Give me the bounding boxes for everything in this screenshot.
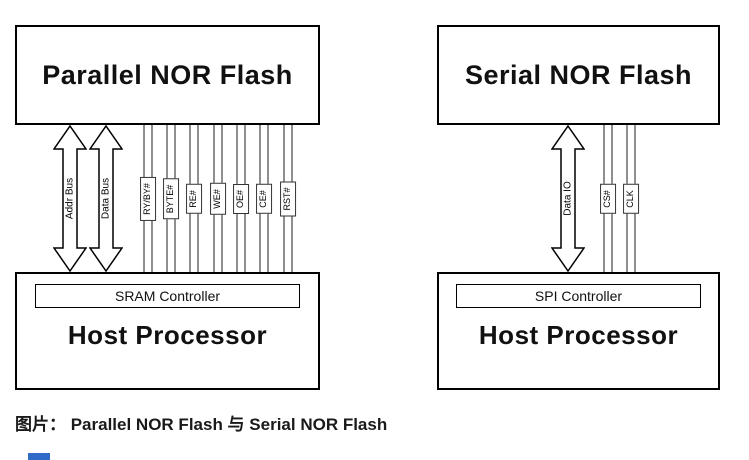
spi-controller-box: SPI Controller	[455, 284, 702, 308]
pin-label-oe: OE#	[233, 183, 249, 214]
pin-line-byte: BYTE#	[163, 125, 179, 272]
data-io-label: Data IO	[563, 181, 574, 216]
data-bus-label: Data Bus	[101, 178, 112, 219]
parallel-nor-flash-label: Parallel NOR Flash	[42, 59, 293, 90]
pin-label-ce: CE#	[256, 183, 272, 214]
parallel-nor-flash-box: Parallel NOR Flash	[15, 25, 320, 125]
pin-line-we: WE#	[210, 125, 226, 272]
pin-line-rst: RST#	[280, 125, 296, 272]
pin-label-re: RE#	[186, 183, 202, 214]
host-processor-right-box: SPI Controller Host Processor	[437, 272, 720, 390]
pin-label-we: WE#	[210, 182, 226, 215]
pin-line-oe: OE#	[233, 125, 249, 272]
pin-label-clk: CLK	[623, 183, 639, 214]
pin-label-rst: RST#	[280, 180, 296, 217]
data-bus-arrow: Data Bus	[89, 125, 123, 272]
addr-bus-arrow: Addr Bus	[53, 125, 87, 272]
pin-label-cs: CS#	[600, 183, 616, 214]
pin-label-ry-by: RY/BY#	[140, 176, 156, 221]
sram-controller-label: SRAM Controller	[114, 288, 221, 304]
pin-label-byte: BYTE#	[163, 178, 179, 219]
pin-line-cs: CS#	[600, 125, 616, 272]
pin-line-clk: CLK	[623, 125, 639, 272]
data-io-arrow: Data IO	[551, 125, 585, 272]
host-processor-left-box: SRAM Controller Host Processor	[15, 272, 320, 390]
partial-blue-element	[28, 453, 50, 460]
pin-line-ce: CE#	[256, 125, 272, 272]
spi-controller-label: SPI Controller	[534, 288, 623, 304]
pin-line-ry-by: RY/BY#	[140, 125, 156, 272]
pin-line-re: RE#	[186, 125, 202, 272]
figure-caption: 图片： Parallel NOR Flash 与 Serial NOR Flas…	[15, 415, 388, 434]
addr-bus-label: Addr Bus	[65, 178, 76, 219]
host-processor-right-label: Host Processor	[478, 320, 679, 350]
serial-nor-flash-label: Serial NOR Flash	[464, 59, 693, 90]
sram-controller-box: SRAM Controller	[35, 284, 300, 308]
serial-nor-flash-box: Serial NOR Flash	[437, 25, 720, 125]
host-processor-left-label: Host Processor	[67, 320, 268, 350]
